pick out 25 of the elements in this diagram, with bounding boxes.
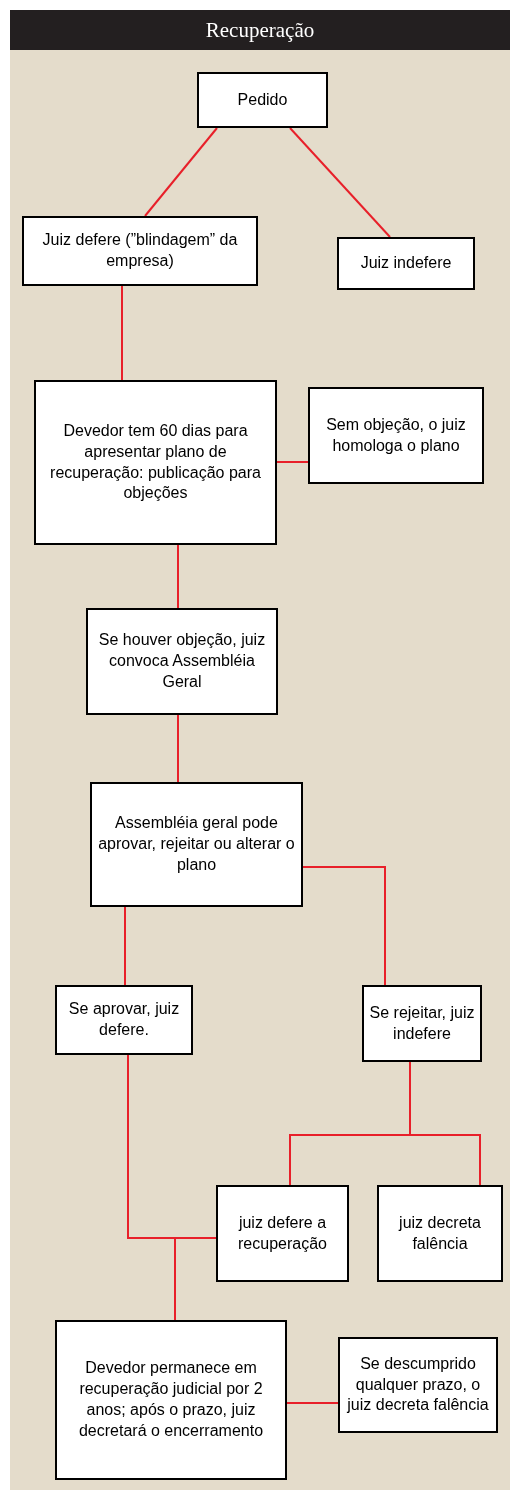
title-bar: Recuperação — [10, 10, 510, 50]
process-box: Se aprovar, juiz defere. — [55, 985, 193, 1055]
process-box: Se descumprido qualquer prazo, o juiz decreta falência — [338, 1337, 498, 1433]
process-box: Se houver objeção, juiz convoca Assembléia Geral — [86, 608, 278, 715]
connector-line — [286, 1402, 339, 1404]
connector-line — [409, 1061, 481, 1186]
connector-line — [121, 285, 123, 381]
process-box: Se rejeitar, juiz indefere — [362, 985, 482, 1062]
connector-line — [177, 544, 179, 609]
connector-line — [177, 714, 179, 783]
process-box: Juiz defere (”blindagem” da empresa) — [22, 216, 258, 286]
connector-line — [276, 461, 309, 463]
process-box: juiz decreta falência — [377, 1185, 503, 1282]
connector-line — [302, 866, 386, 986]
connector-line — [289, 127, 391, 238]
process-box: Juiz indefere — [337, 237, 475, 290]
process-box: Devedor permanece em recuperação judicial por 2 anos; após o prazo, juiz decretará o encerramento — [55, 1320, 287, 1480]
process-box: Assembléia geral pode aprovar, rejeitar ou alterar o plano — [90, 782, 303, 907]
connector-line — [174, 1237, 217, 1321]
process-box: Devedor tem 60 dias para apresentar plano de recuperação: publicação para objeções — [34, 380, 277, 545]
connector-line — [144, 127, 218, 217]
process-box: juiz defere a recuperação — [216, 1185, 349, 1282]
connector-line — [124, 906, 126, 986]
process-box: Sem objeção, o juiz homologa o plano — [308, 387, 484, 484]
process-box: Pedido — [197, 72, 328, 128]
